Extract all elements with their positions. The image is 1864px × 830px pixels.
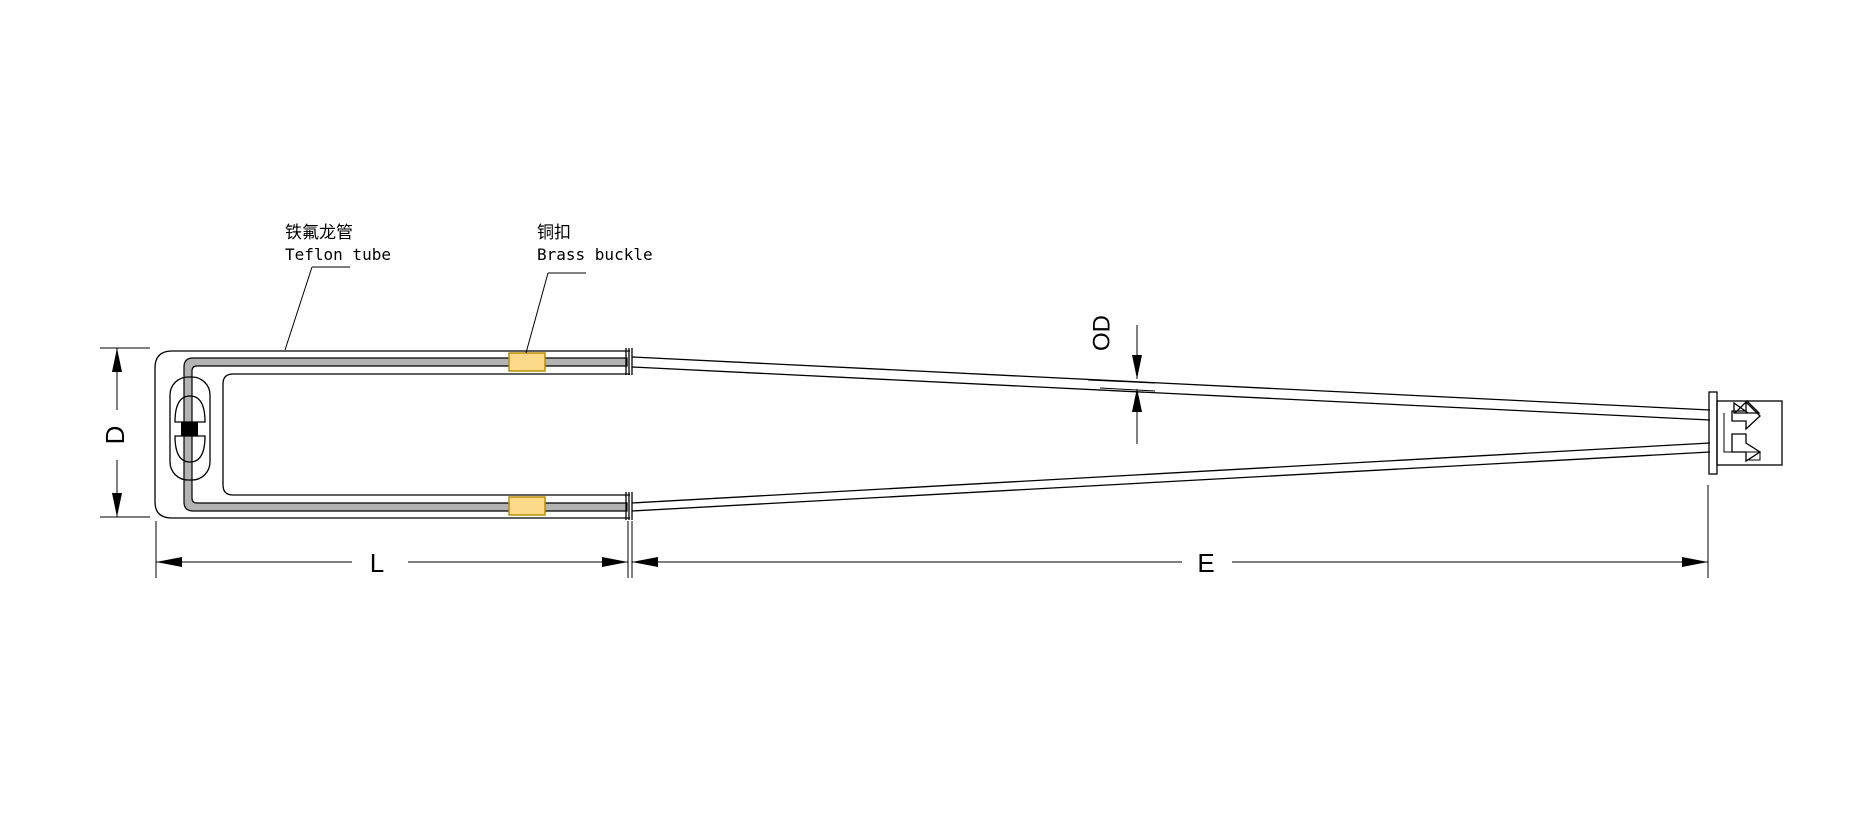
- inner-wire: [183, 357, 628, 512]
- dimension-d-label: D: [100, 426, 130, 445]
- callout-brass-cn: 铜扣: [537, 223, 571, 243]
- callout-teflon-cn: 铁氟龙管: [285, 223, 353, 243]
- callout-teflon-en: Teflon tube: [285, 245, 391, 264]
- teflon-tube-sleeve: [154, 350, 630, 519]
- callout-brass-en: Brass buckle: [537, 245, 653, 264]
- dimension-l: L: [155, 521, 633, 578]
- callout-brass-buckle: 铜扣 Brass buckle: [525, 223, 653, 354]
- dimension-od-label: OD: [1088, 315, 1115, 351]
- sensor-element: [181, 422, 198, 436]
- lead-wires: [631, 356, 1711, 512]
- brass-buckle-top: [508, 352, 546, 372]
- brass-buckle-bottom: [508, 496, 546, 516]
- callout-teflon-tube: 铁氟龙管 Teflon tube: [284, 223, 391, 351]
- dimension-l-label: L: [370, 548, 384, 578]
- dimension-e: E: [632, 485, 1709, 578]
- dimension-e-label: E: [1197, 548, 1214, 578]
- sensor-capsule: [169, 376, 211, 481]
- sleeve-end-caps: [625, 348, 633, 520]
- dimension-d: D: [100, 347, 150, 518]
- dimension-od: OD: [1087, 315, 1156, 444]
- connector-plug: [1708, 391, 1783, 475]
